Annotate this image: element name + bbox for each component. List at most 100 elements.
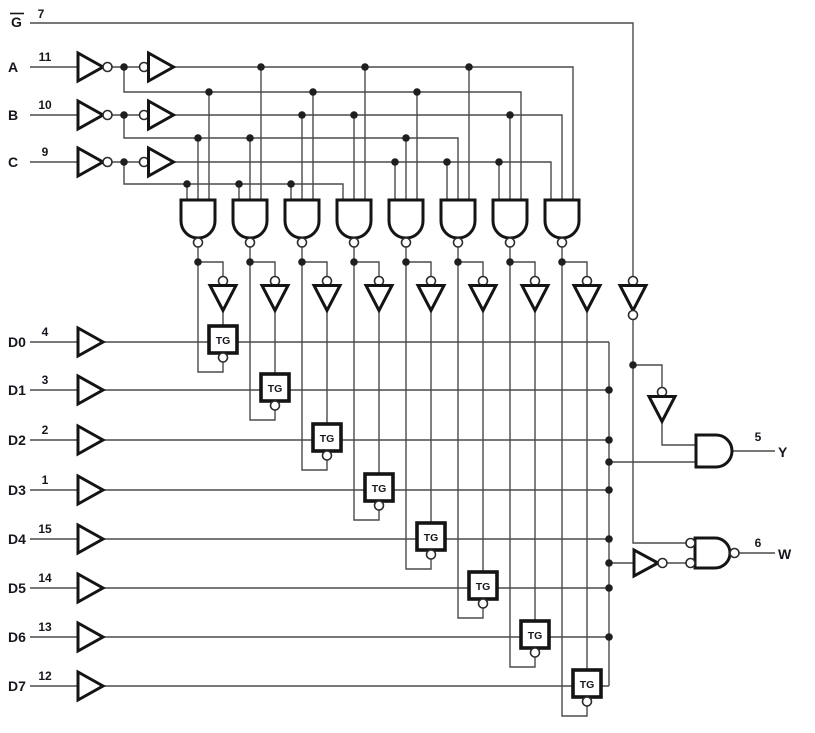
buffer-icon [138, 146, 175, 178]
pin-number-d2: 2 [42, 423, 49, 437]
pin-number-d6: 13 [38, 620, 52, 634]
output-w-label: W [778, 546, 792, 562]
rail-a-comp [123, 67, 522, 200]
decode-column-2 [301, 247, 328, 471]
input-d6-label: D6 [8, 629, 26, 645]
symbols: TG TG TG TG TG TG TG TG [76, 51, 740, 707]
inverter-icon [364, 275, 394, 312]
inverter-icon [520, 275, 550, 312]
tg-label: TG [528, 630, 543, 642]
tg-label: TG [580, 679, 595, 691]
pin-number-d0: 4 [42, 325, 49, 339]
pin-number-b: 10 [38, 98, 52, 112]
tg-label: TG [216, 335, 231, 347]
transmission-gate-3: TG [363, 472, 395, 511]
pin-number-y: 5 [755, 430, 762, 444]
input-gbar-label: G [11, 14, 22, 30]
tg-label: TG [476, 581, 491, 593]
decode-column-5 [457, 247, 484, 619]
input-d2-label: D2 [8, 432, 26, 448]
pin-number-gbar: 7 [38, 7, 45, 21]
y-and-gate-icon [694, 433, 734, 469]
pin-number-d3: 1 [42, 473, 49, 487]
enable-wire-top [30, 22, 634, 277]
inverter-icon [76, 146, 114, 178]
nand-gate-icon [439, 198, 477, 249]
wires [30, 22, 775, 717]
pin-number-d4: 15 [38, 522, 52, 536]
decode-column-3 [353, 247, 380, 521]
rail-c-comp [123, 162, 344, 200]
decode-column-4 [405, 247, 432, 570]
input-b-label: B [8, 107, 18, 123]
input-d3-label: D3 [8, 482, 26, 498]
decode-column-6 [509, 247, 536, 668]
pin-number-d5: 14 [38, 571, 52, 585]
rail-c-true [173, 161, 552, 200]
y-enable-inverter-icon [646, 386, 678, 425]
inverter-icon [76, 51, 114, 83]
y-inverter-output-wire [661, 421, 696, 446]
enable-wire-lower [632, 319, 686, 544]
pin-number-d1: 3 [42, 373, 49, 387]
nand-gate-icon [231, 198, 269, 249]
pin-number-a: 11 [39, 50, 52, 64]
transmission-gate-5: TG [467, 570, 499, 609]
transmission-gate-4: TG [415, 521, 447, 560]
decode-column-0 [197, 247, 224, 373]
input-d1-label: D1 [8, 382, 26, 398]
pin-number-w: 6 [755, 536, 762, 550]
input-c-label: C [8, 154, 18, 170]
transmission-gate-1: TG [259, 372, 291, 411]
nand-gate-icon [283, 198, 321, 249]
nand-gate-icon [491, 198, 529, 249]
nand-gate-icon [335, 198, 373, 249]
rail-b-comp [123, 115, 459, 200]
buffer-icon [76, 523, 105, 555]
inverter-icon [76, 99, 114, 131]
inverter-icon [208, 275, 238, 312]
nand-gate-icon [387, 198, 425, 249]
output-y-label: Y [778, 444, 788, 460]
buffer-icon [138, 99, 175, 131]
input-d7-label: D7 [8, 678, 26, 694]
nand-gate-icon [179, 198, 217, 249]
buffer-icon [76, 572, 105, 604]
decode-column-7 [561, 247, 588, 717]
input-d4-label: D4 [8, 531, 26, 547]
buffer-icon [76, 474, 105, 506]
inverter-icon [260, 275, 290, 312]
inverter-icon [468, 275, 498, 312]
tg-label: TG [372, 483, 387, 495]
buffer-icon [76, 621, 105, 653]
buffer-icon [76, 374, 105, 406]
buffer-icon [76, 326, 105, 358]
tg-label: TG [320, 433, 335, 445]
input-d0-label: D0 [8, 334, 26, 350]
input-d5-label: D5 [8, 580, 26, 596]
buffer-icon [138, 51, 175, 83]
enable-buffer-icon [617, 275, 649, 321]
transmission-gate-2: TG [311, 422, 343, 461]
inverter-icon [572, 275, 602, 312]
transmission-gate-0: TG [207, 324, 239, 363]
tg-label: TG [268, 383, 283, 395]
inverter-icon [416, 275, 446, 312]
junction-dots [120, 63, 637, 641]
enable-branch-to-y [633, 364, 663, 388]
inverter-icon [312, 275, 342, 312]
w-nand-gate-icon [685, 536, 740, 570]
w-data-inverter-icon [632, 547, 668, 579]
buffer-icon [76, 424, 105, 456]
buffer-icon [76, 670, 105, 702]
rail-b-true [173, 114, 563, 200]
tg-label: TG [424, 532, 439, 544]
pin-number-c: 9 [42, 145, 49, 159]
transmission-gate-7: TG [571, 668, 603, 707]
nand-gate-icon [543, 198, 581, 249]
rail-a-true [173, 66, 574, 200]
transmission-gate-6: TG [519, 619, 551, 658]
input-a-label: A [8, 59, 18, 75]
